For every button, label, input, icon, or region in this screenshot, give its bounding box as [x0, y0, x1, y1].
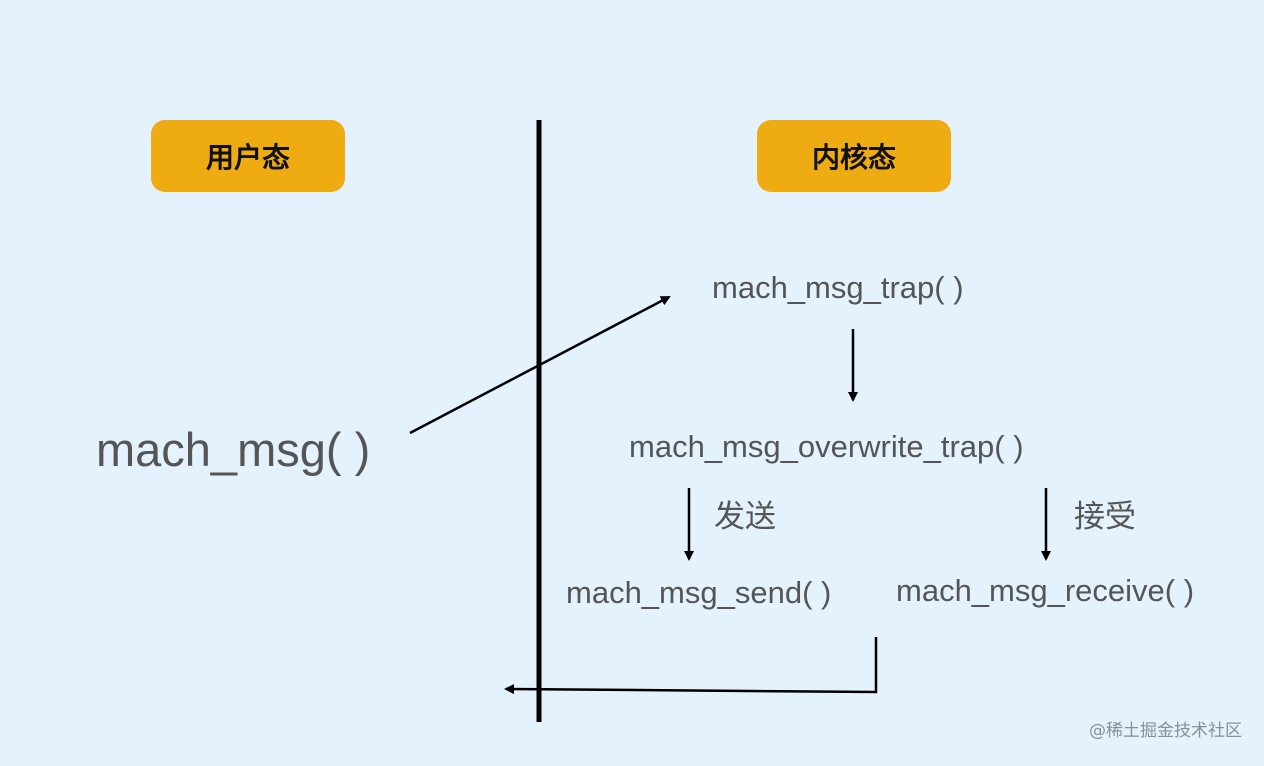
kernel-mode-badge: 内核态	[757, 120, 951, 192]
receive-label: 接受	[1074, 499, 1136, 535]
mach-msg-trap-function: mach_msg_trap( )	[712, 270, 964, 305]
mach-msg-overwrite-trap-function: mach_msg_overwrite_trap( )	[629, 429, 1024, 464]
mach-msg-function: mach_msg( )	[96, 423, 371, 476]
send-label: 发送	[714, 499, 776, 535]
arrow-main-to-trap	[409, 295, 671, 435]
mach-msg-send-function: mach_msg_send( )	[566, 575, 832, 610]
mach-msg-receive-function: mach_msg_receive( )	[896, 573, 1195, 608]
watermark: @稀土掘金技术社区	[1089, 721, 1242, 741]
arrow-return-to-user	[504, 637, 878, 695]
user-mode-badge: 用户态	[151, 120, 345, 192]
